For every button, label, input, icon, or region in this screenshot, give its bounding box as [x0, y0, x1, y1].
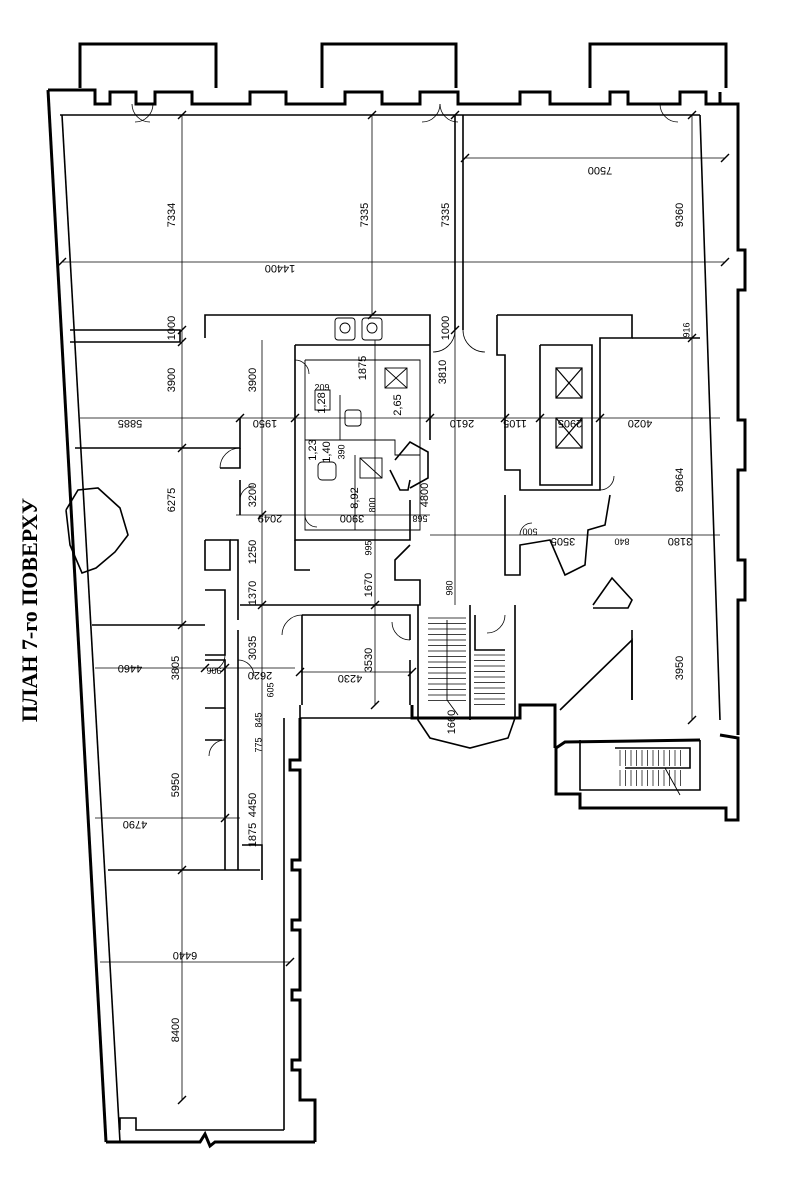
- dimension-label-d-123: 1,23: [307, 439, 319, 460]
- dimension-label-d-3200: 3200: [247, 483, 259, 507]
- dimension-label-d-4450: 4450: [247, 793, 259, 817]
- dimension-lines: [57, 110, 730, 1105]
- dimension-label-d-4460: 4460: [118, 662, 142, 674]
- dimension-label-d-3900c: 3900: [340, 512, 364, 524]
- dimension-label-d-1660: 1660: [446, 710, 458, 734]
- dimension-label-d-2905: 2905: [558, 417, 582, 429]
- dimension-label-d-3900b: 3900: [247, 368, 259, 392]
- dimension-label-d-5885: 5885: [118, 417, 142, 429]
- dimension-label-d-128: 1,28: [316, 392, 328, 413]
- right-staircase: [619, 750, 681, 796]
- dimension-label-d-916: 916: [681, 322, 691, 337]
- dimension-label-d-3530: 3530: [363, 648, 375, 672]
- dimension-label-d-775: 775: [253, 737, 263, 752]
- dimension-label-d-8400: 8400: [170, 1018, 182, 1042]
- interior-walls: [70, 115, 700, 880]
- dimension-label-d-4790: 4790: [123, 818, 147, 830]
- dimension-label-d-14400: 14400: [265, 262, 296, 274]
- outer-walls: [46, 88, 747, 1149]
- dimension-label-d-2620: 2620: [248, 669, 272, 681]
- doors: [131, 103, 679, 757]
- dimension-label-d-7500: 7500: [588, 164, 612, 176]
- dimension-label-d-840: 840: [614, 537, 629, 547]
- dimension-label-d-1950: 1950: [253, 417, 277, 429]
- dimension-label-d-1250: 1250: [247, 540, 259, 564]
- dimension-label-d-1000a: 1000: [166, 316, 178, 340]
- dimension-label-d-980: 980: [444, 580, 454, 595]
- dimension-label-d-500: 500: [522, 527, 537, 537]
- dimension-label-d-3180: 3180: [668, 535, 692, 547]
- balconies: [78, 42, 728, 88]
- dimension-label-d-1000b: 1000: [440, 316, 452, 340]
- dimension-label-d-3035: 3035: [247, 636, 259, 660]
- dimension-label-d-3805: 3805: [170, 656, 182, 680]
- dimension-label-d-1370: 1370: [247, 581, 259, 605]
- dimension-label-d-892: 8,92: [349, 487, 361, 508]
- central-staircase: [428, 617, 505, 716]
- dimension-label-d-3900a: 3900: [166, 368, 178, 392]
- dimension-label-d-3810: 3810: [437, 360, 449, 384]
- dimension-label-d-4020: 4020: [628, 417, 652, 429]
- dimension-label-d-1670: 1670: [363, 573, 375, 597]
- dimension-label-d-1105: 1105: [503, 417, 527, 429]
- dimension-label-d-2049: 2049: [258, 512, 282, 524]
- dimension-label-d-1875b: 1875: [247, 823, 259, 847]
- dimension-label-d-7335a: 7335: [359, 203, 371, 227]
- dimension-label-d-605: 605: [265, 682, 275, 697]
- dimension-label-d-568: 568: [412, 514, 427, 524]
- dimension-label-d-3505: 3505: [551, 535, 575, 547]
- dimension-label-d-4800: 4800: [419, 483, 431, 507]
- dimension-label-d-9360: 9360: [674, 203, 686, 227]
- dimension-label-d-1875: 1875: [357, 356, 369, 380]
- dimension-label-d-209: 209: [314, 382, 329, 392]
- dimension-label-d-390: 390: [336, 444, 346, 459]
- dimension-label-d-9864: 9864: [674, 468, 686, 492]
- dimension-label-d-265: 2,65: [392, 394, 404, 415]
- dimension-label-d-7335b: 7335: [440, 203, 452, 227]
- dimension-label-d-6440: 6440: [173, 949, 197, 961]
- dimension-label-d-845: 845: [253, 712, 263, 727]
- dimension-label-d-6275: 6275: [166, 488, 178, 512]
- dimension-labels: 7334 7335 7335 9360 7500 14400 1000 1000 916 1875…: [118, 164, 692, 1042]
- dimension-label-d-995: 995: [363, 540, 373, 555]
- dimension-label-d-5950: 5950: [170, 773, 182, 797]
- dimension-label-d-7334: 7334: [166, 203, 178, 227]
- dimension-label-d-140: 1,40: [321, 441, 333, 462]
- dimension-label-d-906: 906: [206, 666, 221, 676]
- dimension-label-d-2610: 2610: [450, 417, 474, 429]
- dimension-label-d-3950: 3950: [674, 656, 686, 680]
- dimension-label-d-4230: 4230: [338, 672, 362, 684]
- dimension-label-d-800: 800: [367, 497, 377, 512]
